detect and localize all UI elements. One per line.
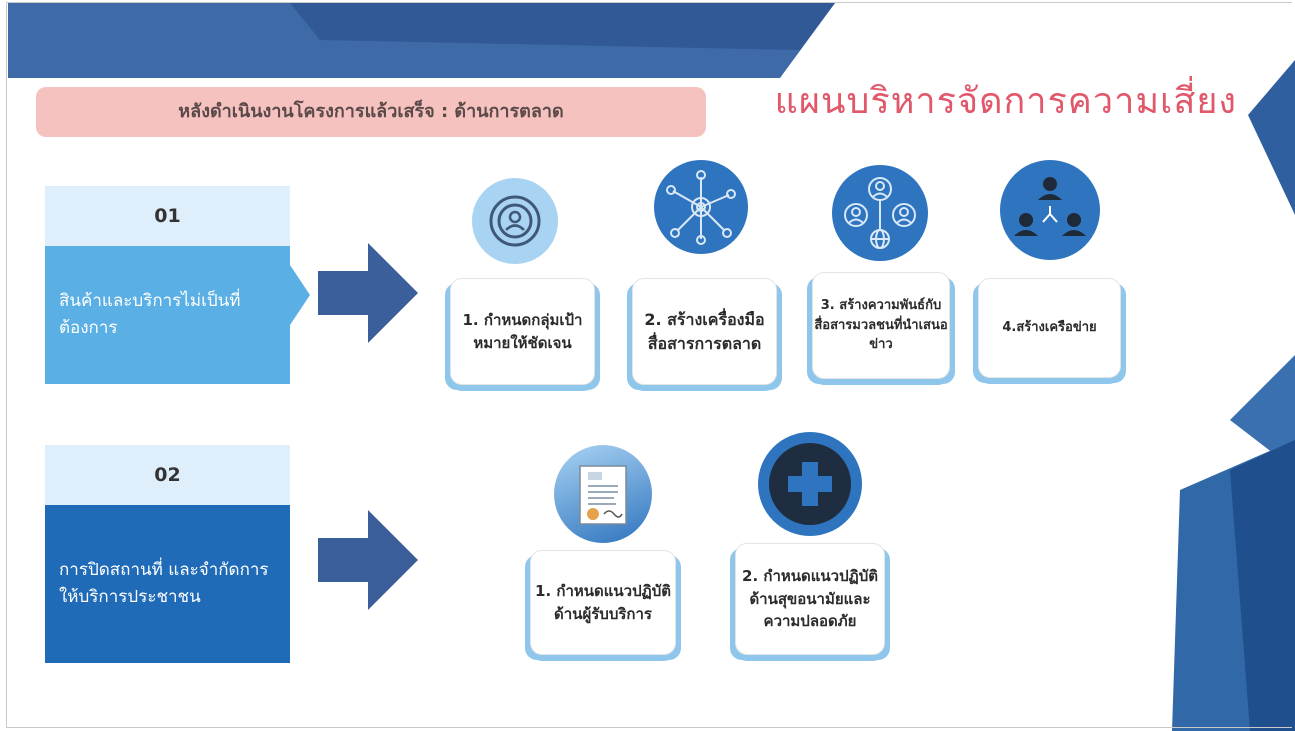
target-person-icon <box>472 178 558 264</box>
people-network-icon <box>1000 160 1100 260</box>
risk-label-pointer <box>288 262 310 328</box>
flow-arrow <box>318 243 418 343</box>
risk-label-text: สินค้าและบริการไม่เป็นที่ต้องการ <box>59 290 241 338</box>
measure-text: 1. กำหนดแนวปฏิบัติด้านผู้รับบริการ <box>535 582 671 623</box>
medical-cross-inner <box>769 443 851 525</box>
medical-cross-icon <box>758 432 862 536</box>
risk-label: การปิดสถานที่ และจำกัดการให้บริการประชาช… <box>45 505 290 663</box>
measure-card: 4.สร้างเครือข่าย <box>978 278 1121 378</box>
measure-text: 4.สร้างเครือข่าย <box>1002 320 1097 336</box>
measure-card: 2. กำหนดแนวปฏิบัติด้านสุขอนามัยและความปล… <box>735 543 885 655</box>
right-edge-triangle-mid <box>1230 355 1295 470</box>
measure-text: 3. สร้างความพันธ์กับสื่อสารมวลชนที่นำเสน… <box>814 298 948 353</box>
network-hub-icon <box>654 160 748 254</box>
page-title: แผนบริหารจัดการความเสี่ยง <box>774 81 1237 122</box>
certificate-document-icon <box>554 445 652 543</box>
top-banner-accent <box>290 3 835 50</box>
measure-card: 2. สร้างเครื่องมือสื่อสารการตลาด <box>632 278 777 385</box>
flow-arrow <box>318 510 418 610</box>
measure-text: 1. กำหนดกลุ่มเป้าหมายให้ชัดเจน <box>462 311 583 352</box>
risk-number: 01 <box>45 186 290 246</box>
measure-card: 1. กำหนดแนวปฏิบัติด้านผู้รับบริการ <box>530 550 676 655</box>
measure-card: 1. กำหนดกลุ่มเป้าหมายให้ชัดเจน <box>450 278 595 385</box>
measure-text: 2. สร้างเครื่องมือสื่อสารการตลาด <box>644 309 765 353</box>
media-people-globe-icon <box>832 165 928 261</box>
subtitle-text: หลังดำเนินงานโครงการแล้วเสร็จ : ด้านการต… <box>178 101 564 122</box>
risk-label-text: การปิดสถานที่ และจำกัดการให้บริการประชาช… <box>59 559 269 607</box>
right-edge-triangle-top <box>1248 60 1295 215</box>
risk-label: สินค้าและบริการไม่เป็นที่ต้องการ <box>45 246 290 384</box>
slide-frame <box>6 2 1292 728</box>
risk-number: 02 <box>45 445 290 505</box>
measure-text: 2. กำหนดแนวปฏิบัติด้านสุขอนามัยและความปล… <box>742 567 878 631</box>
measure-card: 3. สร้างความพันธ์กับสื่อสารมวลชนที่นำเสน… <box>812 272 950 379</box>
right-edge-block-shade <box>1230 440 1295 731</box>
subtitle-banner <box>36 87 706 137</box>
